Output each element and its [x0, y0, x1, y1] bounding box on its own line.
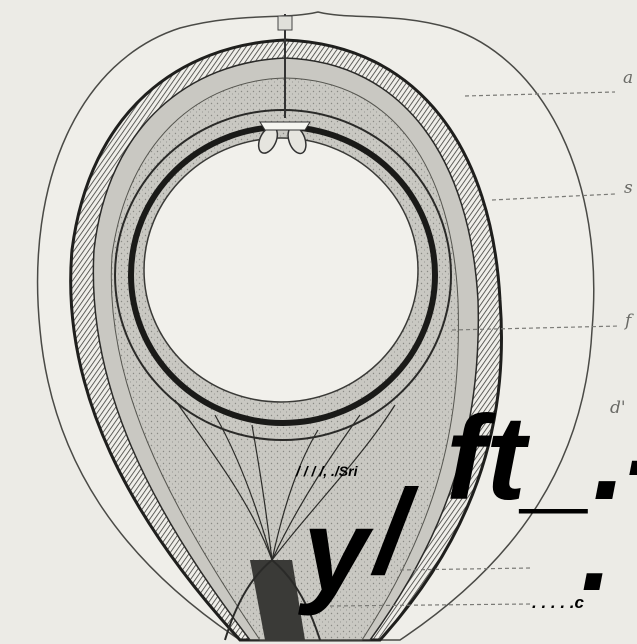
overlay-slash: / [375, 472, 408, 592]
overlay-dot: . [581, 496, 612, 608]
overlay-c: . . . . .c [532, 594, 584, 611]
overlay-y: y [303, 492, 369, 610]
label-f: f [625, 313, 631, 330]
label-s: s [624, 180, 633, 197]
label-a: a [623, 70, 633, 87]
overlay-sri: / / / /, ./Sri [296, 464, 357, 478]
central-cavity [144, 138, 418, 402]
